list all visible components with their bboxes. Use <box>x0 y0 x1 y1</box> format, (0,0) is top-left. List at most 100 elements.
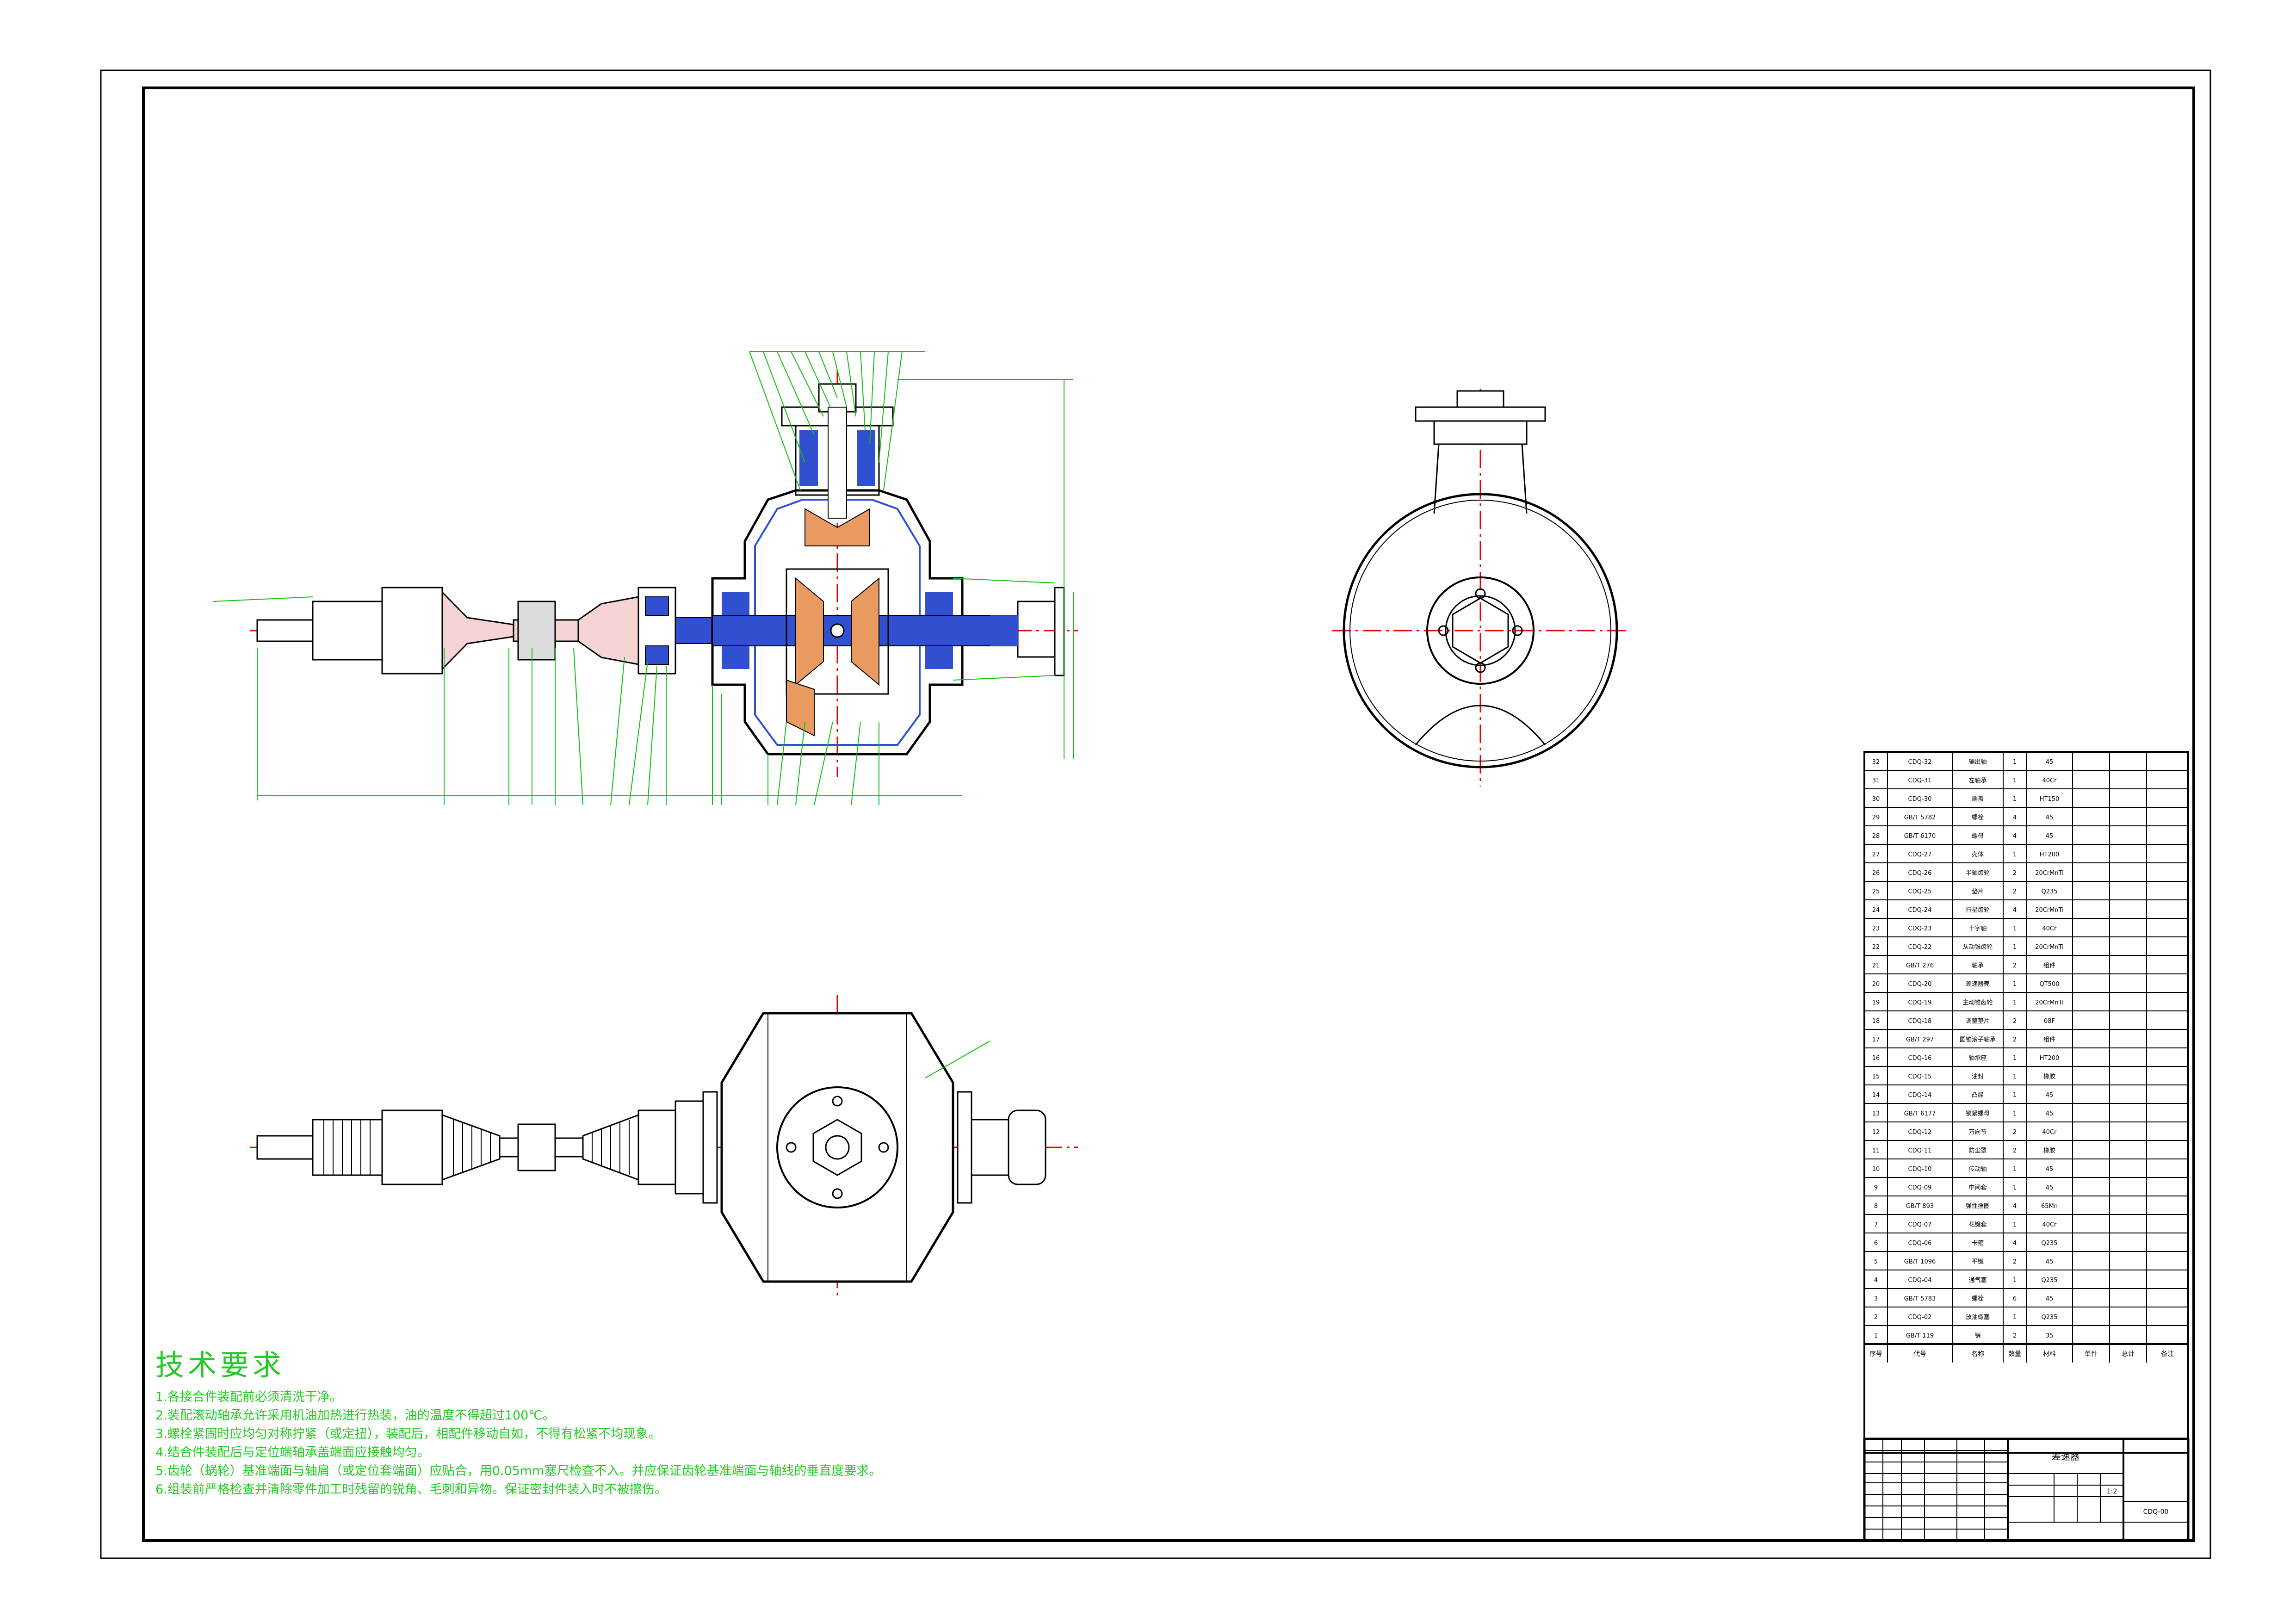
bom-cell-material: HT200 <box>2040 1055 2060 1062</box>
bom-cell-name: 凸缘 <box>1972 1092 1984 1099</box>
main-section-view <box>212 351 1078 805</box>
bom-cell-no: 17 <box>1872 1036 1880 1043</box>
bom-cell-qty: 1 <box>2013 1055 2017 1062</box>
bom-cell-material: 45 <box>2046 814 2054 821</box>
bom-cell-no: 8 <box>1874 1203 1878 1210</box>
bom-cell-code: CDQ-16 <box>1908 1055 1932 1062</box>
bom-cell-qty: 2 <box>2013 1147 2017 1154</box>
tech-line: 2.装配滚动轴承允许采用机油加热进行热装，油的温度不得超过100℃。 <box>155 1408 555 1423</box>
bom-cell-qty: 1 <box>2013 796 2017 803</box>
bom-cell-code: CDQ-04 <box>1908 1277 1932 1284</box>
bom-cell-qty: 2 <box>2013 1332 2017 1339</box>
bom-cell-name: 弹性挡圈 <box>1966 1203 1990 1210</box>
bom-cell-qty: 2 <box>2013 888 2017 895</box>
tech-line: 1.各接合件装配前必须清洗干净。 <box>155 1390 342 1404</box>
bom-cell-material: 45 <box>2046 1258 2054 1265</box>
title-block-text: 差速器 CDQ-00 1:2 <box>2052 1451 2168 1516</box>
bom-cell-code: GB/T 5783 <box>1904 1295 1936 1302</box>
bom-header-cell: 数量 <box>2008 1350 2021 1358</box>
bom-cell-qty: 4 <box>2013 833 2017 840</box>
bom-cell-no: 20 <box>1872 981 1880 988</box>
bom-cell-material: 20CrMnTi <box>2035 870 2064 877</box>
bom-cell-no: 30 <box>1872 796 1880 803</box>
bom-cell-material: 组件 <box>2043 1036 2055 1043</box>
bom-cell-name: 螺栓 <box>1972 1295 1984 1302</box>
bom-cell-material: Q235 <box>2041 888 2057 895</box>
bom-header-cell: 材料 <box>2043 1350 2056 1358</box>
bom-cell-qty: 2 <box>2013 962 2017 969</box>
bom-cell-code: GB/T 6170 <box>1904 833 1936 840</box>
bom-header-cell: 总计 <box>2122 1350 2135 1358</box>
bom-cell-material: 45 <box>2046 833 2054 840</box>
title-block <box>1863 1437 2190 1542</box>
bom-cell-code: CDQ-24 <box>1908 907 1932 914</box>
bom-header-cell: 备注 <box>2161 1350 2174 1358</box>
bom-cell-no: 23 <box>1872 925 1880 932</box>
bom-cell-code: CDQ-10 <box>1908 1166 1932 1173</box>
bom-cell-no: 6 <box>1874 1240 1878 1247</box>
bom-cell-material: 组件 <box>2043 962 2055 969</box>
bom-cell-material: 45 <box>2046 1295 2054 1302</box>
bom-cell-no: 14 <box>1872 1092 1880 1099</box>
drawing-scale: 1:2 <box>2107 1488 2117 1495</box>
bom-cell-no: 13 <box>1872 1110 1880 1117</box>
bom-cell-no: 25 <box>1872 888 1880 895</box>
bom-cell-no: 11 <box>1872 1147 1880 1154</box>
bom-cell-no: 7 <box>1874 1221 1878 1228</box>
bom-cell-no: 26 <box>1872 870 1880 877</box>
bom-cell-name: 端盖 <box>1972 796 1984 803</box>
bom-header-cell: 单件 <box>2085 1350 2098 1358</box>
bom-cell-qty: 1 <box>2013 1314 2017 1321</box>
bom-cell-material: HT150 <box>2040 796 2060 803</box>
bom-cell-qty: 2 <box>2013 870 2017 877</box>
bom-cell-no: 2 <box>1874 1314 1878 1321</box>
bom-header-cell: 代号 <box>1913 1350 1926 1358</box>
bom-cell-qty: 1 <box>2013 1221 2017 1228</box>
bom-cell-code: CDQ-11 <box>1908 1147 1932 1154</box>
bom-cell-material: 08F <box>2044 1018 2055 1025</box>
drawing-number: CDQ-00 <box>2143 1508 2169 1516</box>
bom-cell-material: 65Mn <box>2041 1203 2058 1210</box>
bom-cell-no: 22 <box>1872 944 1880 951</box>
bom-cell-qty: 1 <box>2013 981 2017 988</box>
bom-cell-qty: 1 <box>2013 925 2017 932</box>
bom-cell-qty: 2 <box>2013 1129 2017 1136</box>
tech-line: 3.螺栓紧固时应均匀对称拧紧（或定扭），装配后，相配件移动自如，不得有松紧不均现… <box>155 1427 661 1441</box>
bom-cell-material: 45 <box>2046 759 2054 766</box>
bom-cell-no: 19 <box>1872 999 1880 1006</box>
bom-cell-material: 20CrMnTi <box>2035 907 2064 914</box>
bom-cell-code: CDQ-25 <box>1908 888 1932 895</box>
bom-cell-code: CDQ-19 <box>1908 999 1932 1006</box>
bom-cell-no: 24 <box>1872 907 1880 914</box>
bom-cell-material: HT200 <box>2040 851 2060 858</box>
bom-cell-name: 销 <box>1974 1332 1980 1339</box>
bom-cell-name: 轴承座 <box>1968 1055 1987 1062</box>
side-view <box>1332 389 1628 787</box>
bom-cell-no: 4 <box>1874 1277 1878 1284</box>
bom-cell-name: 传动轴 <box>1968 1166 1987 1173</box>
bom-cell-name: 卡箍 <box>1972 1239 1984 1247</box>
bom-cell-material: Q235 <box>2041 1240 2057 1247</box>
bom-cell-qty: 1 <box>2013 1166 2017 1173</box>
tech-line: 5.齿轮（蜗轮）基准端面与轴肩（或定位套端面）应贴合，用0.05mm塞尺检查不入… <box>155 1464 882 1478</box>
bom-cell-name: 螺母 <box>1972 833 1984 840</box>
bom-cell-code: CDQ-23 <box>1908 925 1932 932</box>
bom-cell-name: 调整垫片 <box>1966 1017 1990 1025</box>
bom-cell-name: 行星齿轮 <box>1966 907 1990 914</box>
bom-cell-material: 35 <box>2046 1332 2054 1339</box>
bom-cell-no: 5 <box>1874 1258 1878 1265</box>
bom-cell-material: QT500 <box>2040 981 2060 988</box>
bom-cell-code: CDQ-15 <box>1908 1073 1932 1080</box>
bom-cell-no: 32 <box>1872 759 1880 766</box>
bom-cell-no: 10 <box>1872 1166 1880 1173</box>
drawing-title: 差速器 <box>2052 1451 2079 1462</box>
bom-cell-name: 圆锥滚子轴承 <box>1960 1036 1996 1043</box>
bom-cell-code: CDQ-09 <box>1908 1184 1932 1191</box>
bom-cell-qty: 4 <box>2013 907 2017 914</box>
bom-cell-name: 主动锥齿轮 <box>1962 999 1993 1006</box>
bom-cell-name: 壳体 <box>1972 851 1984 858</box>
bom-cell-name: 防尘罩 <box>1968 1147 1987 1154</box>
bom-cell-name: 左轴承 <box>1968 777 1987 784</box>
tech-line: 6.组装前严格检查并清除零件加工时残留的锐角、毛刺和异物。保证密封件装入时不被擦… <box>155 1482 667 1497</box>
